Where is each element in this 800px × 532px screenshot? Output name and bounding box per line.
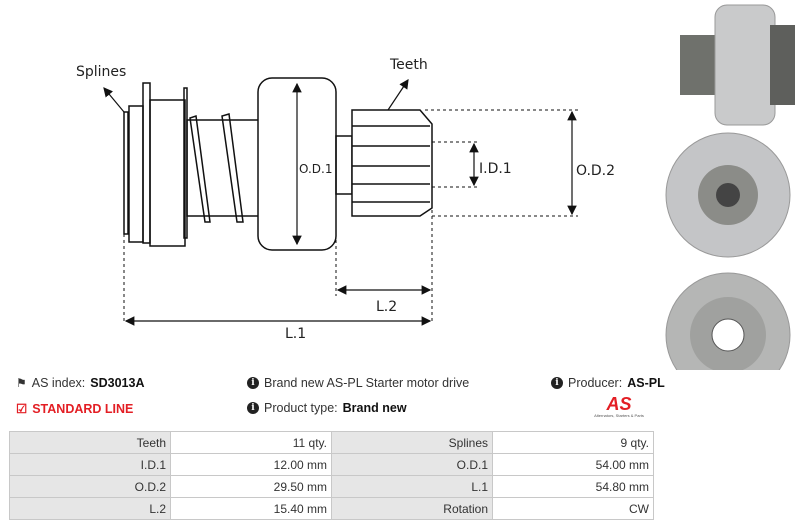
l2-label: L.2 <box>376 299 397 315</box>
spec-label: Rotation <box>331 497 493 520</box>
product-photos <box>665 4 795 370</box>
spec-value: 15.40 mm <box>170 497 332 520</box>
side-photo <box>680 4 795 126</box>
spec-value: 12.00 mm <box>170 453 332 476</box>
spec-label: O.D.1 <box>331 453 493 476</box>
splines-label: Splines <box>76 64 126 80</box>
spec-label: L.2 <box>9 497 171 520</box>
spec-label: I.D.1 <box>9 453 171 476</box>
back-photo <box>665 272 791 370</box>
od2-label: O.D.2 <box>576 163 615 179</box>
front-photo <box>665 132 791 258</box>
info-icon: i <box>247 377 259 389</box>
spec-value: 29.50 mm <box>170 475 332 498</box>
spec-value: 54.00 mm <box>492 453 654 476</box>
spec-label: Teeth <box>9 431 171 454</box>
spec-value: 54.80 mm <box>492 475 654 498</box>
id1-label: I.D.1 <box>479 161 512 177</box>
info-icon: i <box>247 402 259 414</box>
od1-label: O.D.1 <box>299 162 332 176</box>
as-pl-logo: AS Alternators, Starters & Parts <box>594 394 644 418</box>
info-icon: i <box>551 377 563 389</box>
spec-label: O.D.2 <box>9 475 171 498</box>
spec-label: L.1 <box>331 475 493 498</box>
spec-value: 11 qty. <box>170 431 332 454</box>
as-index: ⚑ AS index:SD3013A <box>16 376 145 390</box>
teeth-label: Teeth <box>389 57 428 73</box>
standard-line-badge: ☑ STANDARD LINE <box>16 401 134 417</box>
checkbox-icon: ☑ <box>16 402 28 416</box>
l1-label: L.1 <box>285 326 306 342</box>
technical-drawing: Splines Teeth O.D.1 I.D.1 O.D.2 L.2 L.1 <box>76 57 615 342</box>
spec-value: CW <box>492 497 654 520</box>
spec-value: 9 qty. <box>492 431 654 454</box>
spec-label: Splines <box>331 431 493 454</box>
tag-icon: ⚑ <box>16 376 27 390</box>
